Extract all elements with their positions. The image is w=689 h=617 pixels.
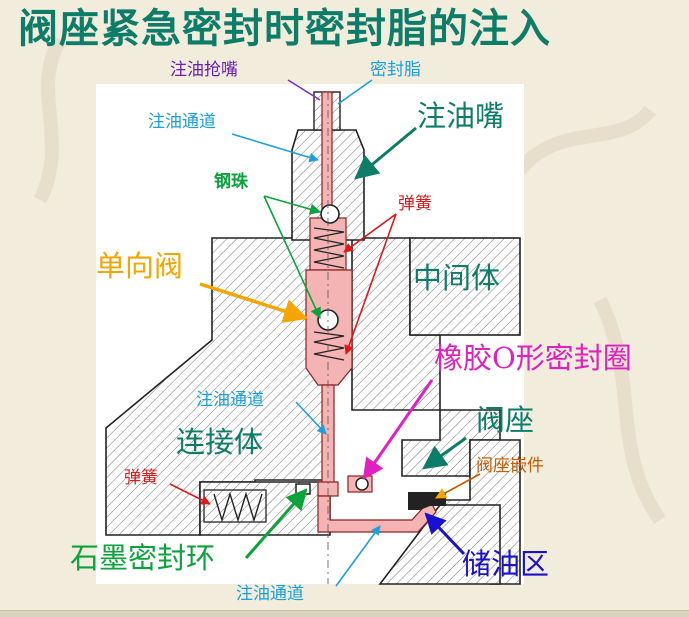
- label-oil-channel-top: 注油通道: [148, 112, 216, 132]
- valve-ball: [378, 504, 501, 585]
- o-ring: [355, 477, 369, 491]
- label-middle-body: 中间体: [413, 261, 501, 295]
- label-spring-lower: 弹簧: [124, 468, 158, 488]
- spring-upper: [313, 227, 345, 269]
- label-oil-reservoir: 储油区: [462, 547, 550, 581]
- label-grease-nozzle: 注油抢嘴: [170, 60, 238, 80]
- footer-bar: [0, 610, 689, 617]
- middle-body: [409, 237, 521, 336]
- label-graphite-ring: 石墨密封环: [70, 541, 216, 575]
- spring-lower: [213, 491, 263, 523]
- label-check-valve: 单向阀: [96, 249, 184, 283]
- label-seat: 阀座: [476, 403, 535, 437]
- label-seat-insert: 阀座嵌件: [476, 456, 544, 476]
- steel-ball-upper: [320, 204, 340, 224]
- label-spring-upper: 弹簧: [398, 194, 432, 214]
- label-injection-fitting: 注油嘴: [417, 99, 505, 133]
- page-title: 阀座紧急密封时密封脂的注入: [18, 6, 551, 52]
- spring-middle: [313, 331, 345, 361]
- label-rubber-oring: 橡胶O形密封圈: [434, 341, 632, 375]
- leader-lines: [169, 79, 481, 587]
- label-sealing-grease: 密封脂: [370, 60, 421, 80]
- label-oil-channel-mid: 注油通道: [196, 390, 264, 410]
- spring-bore: [203, 489, 267, 523]
- label-connector-body: 连接体: [176, 425, 264, 459]
- label-oil-channel-bottom: 注油通道: [236, 584, 304, 604]
- label-steel-ball: 钢珠: [214, 172, 248, 192]
